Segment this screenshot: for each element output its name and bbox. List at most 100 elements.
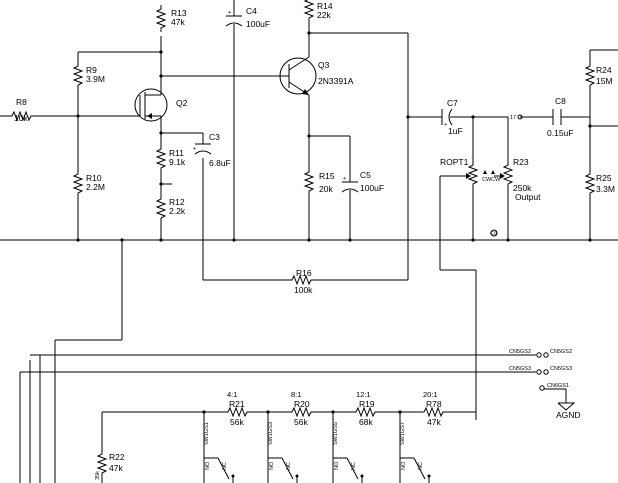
q2-ref: Q2 — [176, 98, 188, 108]
r23-output-label: Output — [515, 192, 541, 202]
node-17-label: 17 — [510, 115, 516, 121]
sw1gs7-no: NO — [401, 461, 407, 470]
connector-cn5gs3: CN5GS3 CN5GS3 — [509, 366, 572, 375]
sw1gs1-no: NO — [205, 461, 211, 470]
r14-value: 22k — [317, 10, 331, 20]
resistor-r78: 20:1 R78 47k — [419, 390, 448, 427]
r24-value: 15M — [596, 76, 613, 86]
resistor-r25: R25 3.3M — [585, 169, 615, 198]
agnd-label: AGND — [556, 410, 581, 420]
sw1gs5-ref: SW1GS5 — [333, 422, 339, 445]
r12-ref: R12 — [169, 197, 185, 207]
c5-ref: C5 — [360, 170, 371, 180]
pot-ropt1: ROPT1 — [440, 157, 478, 189]
resistor-r10: R10 2.2M — [73, 169, 105, 198]
connector-cn5gs2: CN5GS2 CN5GS2 — [509, 349, 572, 358]
resistor-r12: R12 2.2k — [156, 194, 186, 223]
cn5gs2-label-a: CN5GS2 — [509, 349, 531, 355]
r15-value: 20k — [319, 184, 333, 194]
sw1gs3-no: NO — [269, 461, 275, 470]
r13-value: 47k — [171, 17, 185, 27]
sw1gs7-ref: SW1GS7 — [400, 422, 406, 445]
capacitor-c3: + C3 6.8uF — [193, 132, 231, 168]
capacitor-c4: + C4 100uF — [225, 6, 270, 29]
r78-gain: 20:1 — [423, 390, 438, 399]
r20-ref: R20 — [294, 399, 310, 409]
resistor-r21: 4:1 R21 56k — [223, 390, 252, 427]
resistor-r15: R15 20k — [304, 167, 335, 196]
sw1gs3-nc: NC — [286, 462, 292, 470]
resistor-r22: R22 47k 35k — [95, 449, 125, 480]
pot-cw-label: CWCW — [482, 177, 501, 183]
r19-value: 68k — [359, 417, 373, 427]
resistor-r14: R14 22k — [304, 0, 333, 23]
ground-agnd: AGND — [556, 402, 581, 420]
r20-value: 56k — [294, 417, 308, 427]
capacitor-c5: + C5 100uF — [341, 170, 384, 193]
c8-ref: C8 — [555, 96, 566, 106]
c4-ref: C4 — [246, 6, 257, 16]
q3-value: 2N3391A — [318, 76, 354, 86]
pot-cw-marks: CWCW — [482, 170, 501, 183]
resistor-r20: 8:1 R20 56k — [287, 390, 316, 427]
r20-gain: 8:1 — [291, 390, 301, 399]
cn5gs3-label-b: CN5GS3 — [550, 366, 572, 372]
node-c9: C9 — [490, 229, 498, 237]
c7-value: 1uF — [448, 126, 463, 136]
ropt1-ref: ROPT1 — [440, 157, 469, 167]
r9-value: 3.9M — [86, 74, 105, 84]
r22-side: 35k — [95, 471, 101, 480]
capacitor-c8: C8 0.15uF — [547, 96, 573, 138]
sw1gs3-ref: SW1GS3 — [268, 422, 274, 445]
connector-cn6gs1: CN6GS1 — [539, 383, 569, 391]
r25-value: 3.3M — [596, 184, 615, 194]
r19-ref: R19 — [359, 399, 375, 409]
resistor-r13: R13 47k — [156, 4, 187, 33]
cn6gs1-label: CN6GS1 — [547, 383, 569, 389]
r22-value: 47k — [109, 463, 123, 473]
switch-sw1gs7: SW1GS7 NO NC — [400, 422, 431, 483]
transistor-q2: Q2 — [134, 85, 188, 125]
r15-ref: R15 — [319, 171, 335, 181]
switch-sw1gs5: SW1GS5 NO NC — [333, 422, 364, 483]
r8-ref: R8 — [16, 97, 27, 107]
c5-pol: + — [343, 176, 346, 182]
sw1gs1-ref: SW1GS1 — [204, 422, 210, 445]
c7-ref: C7 — [447, 98, 458, 108]
capacitor-c7: + C7 1uF — [441, 98, 463, 136]
node-c9-label: C9 — [490, 231, 497, 237]
c3-ref: C3 — [209, 132, 220, 142]
junctions — [76, 31, 592, 414]
resistor-r24: R24 15M — [585, 61, 613, 90]
r10-value: 2.2M — [86, 182, 105, 192]
r78-value: 47k — [427, 417, 441, 427]
switch-sw1gs3: SW1GS3 NO NC — [268, 422, 299, 483]
resistor-r8: R8 10k — [7, 97, 36, 123]
r23-ref: R23 — [513, 157, 529, 167]
cn5gs3-label-a: CN5GS3 — [509, 366, 531, 372]
resistor-r11: R11 9.1k — [156, 144, 186, 173]
c7-pol: + — [444, 122, 447, 128]
sw1gs5-no: NO — [334, 461, 340, 470]
r19-gain: 12:1 — [356, 390, 371, 399]
r21-ref: R21 — [229, 399, 245, 409]
r8-value: 10k — [14, 113, 28, 123]
r25-ref: R25 — [596, 173, 612, 183]
r78-ref: R78 — [426, 399, 442, 409]
q3-ref: Q3 — [318, 60, 330, 70]
switch-sw1gs1: SW1GS1 NO NC — [204, 422, 235, 483]
r24-ref: R24 — [596, 65, 612, 75]
r13-ref: R13 — [171, 8, 187, 18]
c5-value: 100uF — [360, 183, 384, 193]
r11-value: 9.1k — [169, 157, 186, 167]
sw1gs1-nc: NC — [222, 462, 228, 470]
r23-value: 250k — [513, 183, 532, 193]
pot-r23: R23 250k Output — [494, 157, 541, 202]
r11-ref: R11 — [169, 148, 184, 158]
c3-pol: + — [193, 146, 196, 152]
resistor-r9: R9 3.9M — [73, 61, 105, 90]
r16-value: 100k — [294, 285, 313, 295]
r21-value: 56k — [230, 417, 244, 427]
